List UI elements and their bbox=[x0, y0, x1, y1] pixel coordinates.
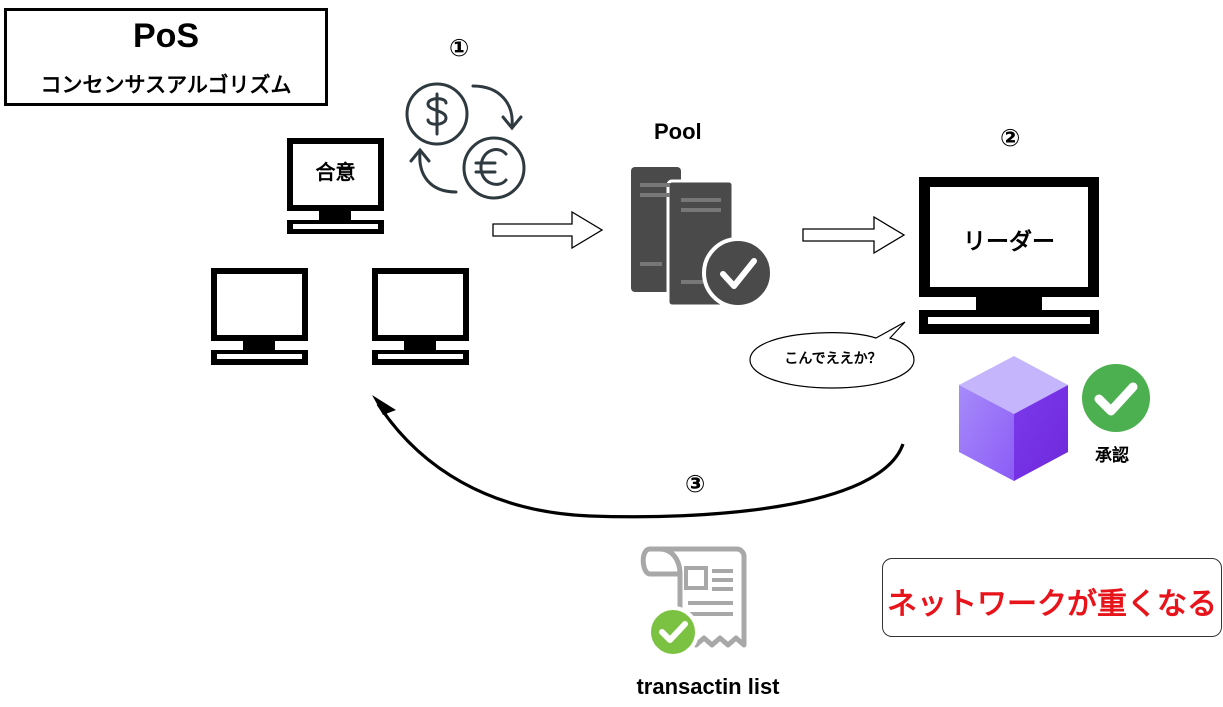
block-cube-icon bbox=[959, 356, 1068, 481]
node-computer-icon-left bbox=[211, 268, 308, 365]
transaction-list-label: transactin list bbox=[636, 674, 780, 699]
node-computer-icon-right bbox=[372, 268, 469, 365]
step-three-label: ③ bbox=[685, 470, 706, 498]
transaction-receipt-icon bbox=[640, 546, 747, 658]
step-one-label: ① bbox=[449, 34, 470, 62]
return-arrow bbox=[372, 395, 905, 519]
speech-bubble-text: こんでええか？ bbox=[784, 351, 882, 367]
pool-label: Pool bbox=[654, 119, 702, 144]
title-subtitle: コンセンサスアルゴリズム bbox=[40, 73, 292, 97]
server-pool-icon bbox=[631, 167, 774, 309]
title-box: PoS コンセンサスアルゴリズム bbox=[4, 8, 328, 106]
leader-label: リーダー bbox=[963, 229, 1055, 255]
consensus-label: 合意 bbox=[315, 160, 356, 184]
warning-box: ネットワークが重くなる bbox=[882, 558, 1222, 637]
consensus-computer-icon bbox=[287, 138, 384, 234]
warning-text: ネットワークが重くなる bbox=[887, 587, 1217, 622]
flow-arrow-1 bbox=[492, 210, 604, 250]
title-main: PoS bbox=[132, 17, 200, 55]
flow-arrow-2 bbox=[802, 215, 906, 255]
speech-bubble bbox=[749, 321, 915, 389]
currency-exchange-icon bbox=[405, 82, 526, 200]
step-two-label: ② bbox=[1000, 124, 1021, 152]
approval-check-icon bbox=[1082, 364, 1150, 432]
leader-computer-icon bbox=[919, 177, 1099, 334]
approval-label: 承認 bbox=[1095, 446, 1129, 466]
